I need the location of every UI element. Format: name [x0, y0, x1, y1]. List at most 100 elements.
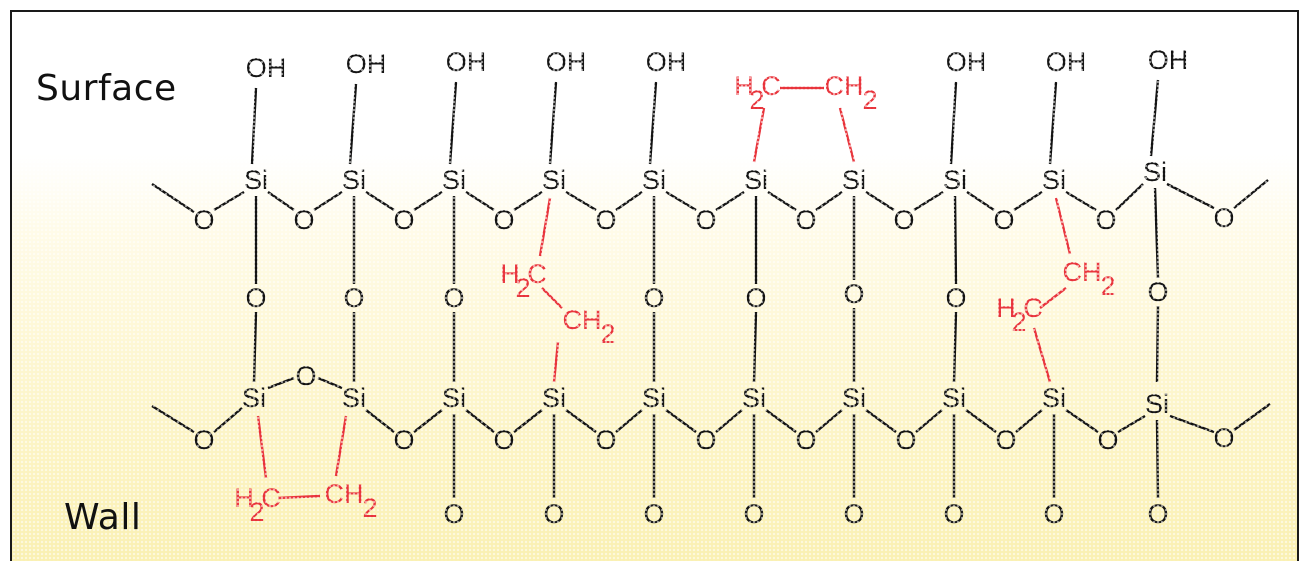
- surface-hydroxyl-group: OH: [1148, 45, 1189, 75]
- interlayer-bridge-1-bond: [552, 341, 560, 383]
- top-zigzag-bond: [313, 190, 343, 212]
- top-silicon-atom: Si: [943, 165, 967, 195]
- bottom-bridging-oxygen: O: [895, 425, 916, 455]
- bottom-zigzag-bond: [1015, 409, 1043, 433]
- top-zigzag-bond: [715, 190, 745, 212]
- bottom-bridging-oxygen: O: [493, 425, 514, 455]
- top-bridging-oxygen: O: [695, 205, 716, 235]
- interlayer-bridge-1-lower-ch: CH: [563, 305, 602, 335]
- surface-hydroxyl-group: OH: [1046, 47, 1087, 77]
- bottom-silicon-atom: Si: [742, 383, 766, 413]
- top-zigzag-bond: [865, 190, 895, 212]
- interlayer-bond: [1155, 305, 1160, 383]
- bottom-zigzag-bond: [865, 409, 897, 433]
- wall-oxygen: O: [843, 499, 864, 529]
- interlayer-bridge-2-lower-sub: 2: [1011, 307, 1026, 337]
- top-bridging-oxygen: O: [493, 205, 514, 235]
- bottom-bridging-oxygen: O: [595, 425, 616, 455]
- top-silicon-atom: Si: [244, 165, 268, 195]
- interlayer-bond: [952, 311, 958, 383]
- interlayer-bridge-2-lower-c: C: [1023, 293, 1043, 323]
- top-left-end-bond: [151, 183, 195, 213]
- top-zigzag-bond: [365, 190, 395, 212]
- bottom-bridging-oxygen: O: [393, 425, 414, 455]
- bottom-zigzag-bond: [965, 409, 997, 433]
- wall-oxygen: O: [943, 499, 964, 529]
- hydroxyl-bond: [250, 87, 258, 165]
- surface-label: Surface: [36, 68, 177, 109]
- top-zigzag-bond: [213, 190, 245, 212]
- interlayer-bond: [1153, 187, 1160, 279]
- top-right-end-bond: [1233, 179, 1269, 209]
- top-bridging-oxygen: O: [193, 205, 214, 235]
- hydroxyl-bond: [1149, 79, 1160, 157]
- top-zigzag-bond: [1115, 183, 1144, 211]
- surface-bridge-left-group-c: C: [761, 71, 781, 101]
- bottom-zigzag-bond: [1117, 414, 1146, 434]
- wall-oxygen: O: [643, 499, 664, 529]
- interlayer-bridge-1-bond: [538, 197, 552, 257]
- interlayer-bond: [252, 311, 258, 383]
- bottom-zigzag-bond: [665, 409, 697, 433]
- interlayer-oxygen: O: [443, 283, 464, 313]
- bottom-silicon-atom: Si: [342, 383, 366, 413]
- surface-bridge-right-group-sub: 2: [862, 85, 877, 115]
- top-bridging-oxygen: O: [393, 205, 414, 235]
- bottom-silicon-atom: Si: [1145, 389, 1169, 419]
- top-zigzag-bond: [413, 190, 443, 212]
- interlayer-oxygen: O: [245, 283, 266, 313]
- interlayer-oxygen: O: [843, 279, 864, 309]
- interlayer-bond: [953, 195, 958, 285]
- top-end-oxygen: O: [1213, 203, 1234, 233]
- interlayer-bridge-2-bond: [1032, 327, 1052, 383]
- interlayer-bridge-2-upper-sub: 2: [1100, 271, 1115, 301]
- bottom-siloxane-bond: [267, 376, 295, 390]
- wall-bridge-left-group-c: C: [261, 483, 281, 513]
- bottom-bridging-oxygen: O: [193, 425, 214, 455]
- top-silicon-atom: Si: [342, 165, 366, 195]
- bottom-zigzag-bond: [815, 409, 843, 433]
- wall-bridge-right-group-ch: CH: [325, 479, 364, 509]
- interlayer-bridge-2-upper-ch: CH: [1063, 257, 1102, 287]
- top-silicon-atom: Si: [442, 165, 466, 195]
- top-silicon-atom: Si: [1143, 157, 1167, 187]
- wall-bond: [1155, 419, 1160, 499]
- bottom-zigzag-bond: [765, 409, 797, 433]
- bottom-silicon-atom: Si: [442, 383, 466, 413]
- top-bridging-oxygen: O: [993, 205, 1014, 235]
- top-bridging-oxygen: O: [595, 205, 616, 235]
- bottom-right-end-bond: [1233, 403, 1271, 431]
- interlayer-oxygen: O: [945, 283, 966, 313]
- top-silicon-atom: Si: [1042, 165, 1066, 195]
- surface-bridge-left-group-sub: 2: [749, 85, 764, 115]
- bottom-siloxane-oxygen: O: [295, 361, 316, 391]
- surface-hydroxyl-group: OH: [646, 47, 687, 77]
- bottom-left-end-bond: [151, 404, 195, 434]
- bottom-silicon-atom: Si: [842, 383, 866, 413]
- bottom-zigzag-bond: [413, 409, 443, 433]
- bottom-zigzag-bond: [615, 409, 643, 433]
- interlayer-oxygen: O: [343, 283, 364, 313]
- bottom-bridging-oxygen: O: [1097, 425, 1118, 455]
- bottom-silicon-atom: Si: [542, 383, 566, 413]
- wall-oxygen: O: [543, 499, 564, 529]
- wall-bridge-right-bond: [334, 415, 348, 477]
- bottom-siloxane-bond: [317, 376, 343, 390]
- interlayer-oxygen: O: [745, 283, 766, 313]
- surface-bridge-left-group-h: H: [734, 71, 754, 101]
- hydroxyl-bond: [648, 81, 658, 165]
- bottom-zigzag-bond: [1065, 409, 1099, 433]
- bottom-zigzag-bond: [715, 409, 743, 433]
- hydroxyl-bond: [448, 81, 458, 165]
- interlayer-bridge-2-bond: [1054, 197, 1072, 255]
- wall-bridge-left-group-sub: 2: [249, 497, 264, 527]
- bottom-bridging-oxygen: O: [995, 425, 1016, 455]
- bottom-zigzag-bond: [513, 409, 543, 433]
- bottom-zigzag-bond: [365, 409, 395, 433]
- wall-oxygen: O: [1043, 499, 1064, 529]
- top-zigzag-bond: [767, 190, 797, 212]
- top-zigzag-bond: [465, 190, 495, 212]
- surface-hydroxyl-group: OH: [946, 47, 987, 77]
